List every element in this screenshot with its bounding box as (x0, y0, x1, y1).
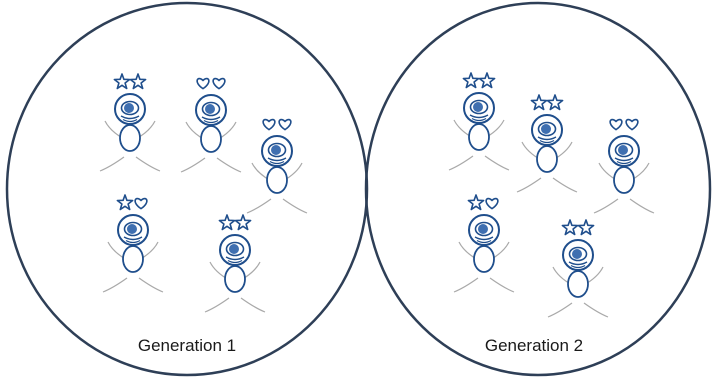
mouth-line (469, 114, 489, 119)
organism-body (266, 166, 288, 194)
mouth-line (471, 117, 487, 122)
mouth-line (476, 239, 492, 244)
generation-1-boundary (5, 1, 369, 377)
heart-icon (262, 118, 276, 131)
mouth-line (568, 261, 588, 266)
star-icon (218, 214, 236, 231)
organism-body (200, 125, 222, 153)
heart-icon (278, 118, 292, 131)
mouth-line (123, 236, 143, 241)
star-icon (530, 94, 548, 111)
eye-pupil (205, 104, 215, 114)
organism-figure (204, 214, 266, 313)
organism-figure (516, 94, 578, 193)
organism-figure (547, 219, 609, 318)
star-icon (113, 73, 131, 90)
organism-body (613, 166, 635, 194)
heart-icon (196, 77, 210, 90)
heart-icon (485, 197, 499, 210)
organism-figure (102, 194, 164, 293)
eye-pupil (229, 244, 239, 254)
heart-icon (609, 118, 623, 131)
star-icon (561, 219, 579, 236)
star-icon (577, 219, 595, 236)
organism-body (473, 245, 495, 273)
mouth-line (539, 139, 555, 144)
mouth-line (225, 256, 245, 261)
organism-figure (453, 194, 515, 293)
eye-pupil (127, 224, 137, 234)
heart-icon (625, 118, 639, 131)
star-icon (467, 194, 485, 211)
eye-pupil (271, 145, 281, 155)
organism-figure (246, 118, 308, 214)
star-icon (478, 72, 496, 89)
eye-pupil (618, 145, 628, 155)
mouth-line (474, 236, 494, 241)
star-icon (462, 72, 480, 89)
mouth-line (201, 116, 221, 121)
organism-body (468, 123, 490, 151)
heart-icon (134, 197, 148, 210)
star-icon (234, 214, 252, 231)
mouth-line (614, 157, 634, 162)
eye-pupil (478, 224, 488, 234)
mouth-line (267, 157, 287, 162)
eye-pupil (541, 124, 551, 134)
organism-body (567, 270, 589, 298)
eye-pupil (473, 102, 483, 112)
organism-figure (180, 77, 242, 173)
organism-body (119, 124, 141, 152)
generation-1-label: Generation 1 (138, 336, 236, 355)
mouth-line (125, 239, 141, 244)
mouth-line (269, 160, 285, 165)
star-icon (129, 73, 147, 90)
mouth-line (570, 264, 586, 269)
mouth-line (616, 160, 632, 165)
mouth-line (537, 136, 557, 141)
heart-icon (212, 77, 226, 90)
mouth-line (227, 259, 243, 264)
star-icon (546, 94, 564, 111)
organism-body (224, 265, 246, 293)
organism-figure (593, 118, 655, 214)
organism-figure (448, 72, 510, 171)
mouth-line (203, 119, 219, 124)
mouth-line (122, 118, 138, 123)
generation-2-boundary (364, 1, 712, 377)
eye-pupil (124, 103, 134, 113)
organism-body (536, 145, 558, 173)
figures-layer (99, 72, 655, 318)
generation-2-label: Generation 2 (485, 336, 583, 355)
organism-body (122, 245, 144, 273)
star-icon (116, 194, 134, 211)
eye-pupil (572, 249, 582, 259)
organism-figure (99, 73, 161, 172)
mouth-line (120, 115, 140, 120)
